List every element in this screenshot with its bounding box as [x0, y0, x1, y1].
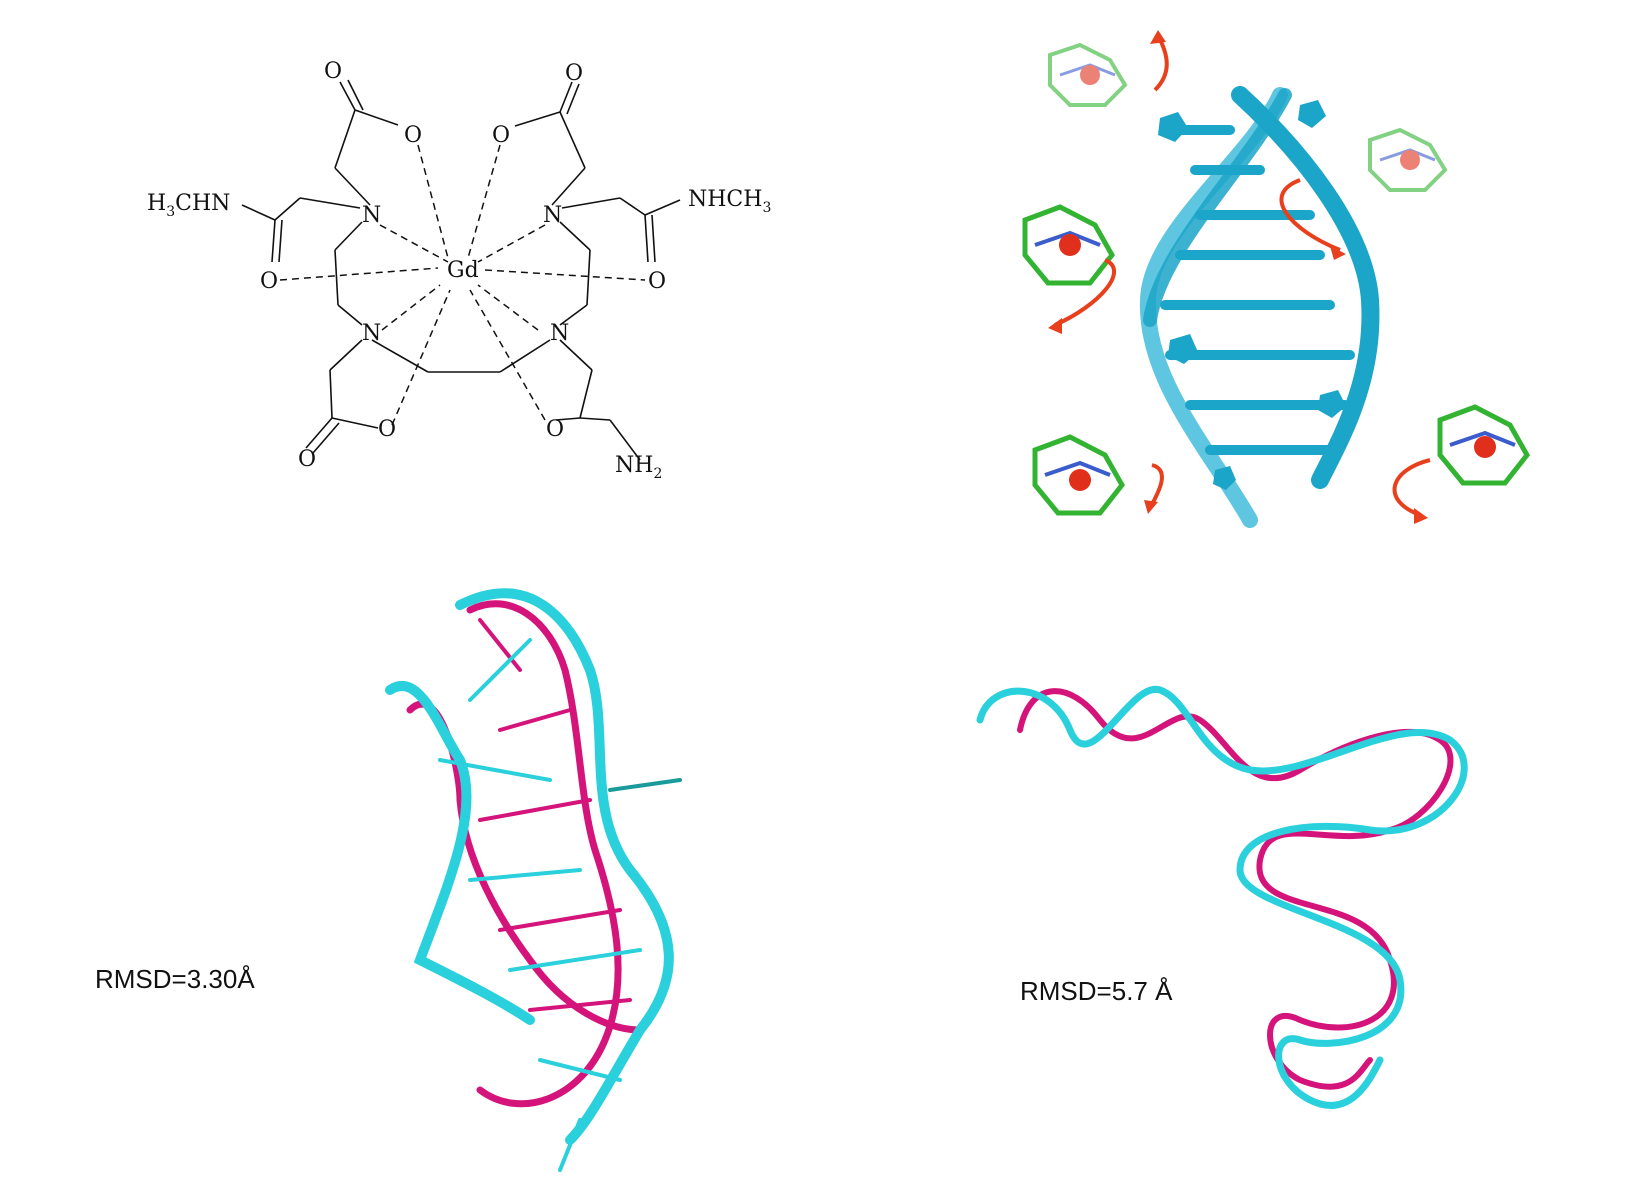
gd-complex-top-right: [1368, 127, 1448, 192]
n-label-bottom-left: N: [362, 321, 381, 346]
arrow-heads: [1048, 30, 1428, 524]
o-label: O: [404, 123, 422, 148]
o-label: O: [565, 61, 583, 86]
o-label: O: [648, 269, 666, 294]
methylamide-right-label: NHCH3: [688, 187, 771, 216]
o-label: O: [298, 447, 316, 472]
gd-complex-mid-left: [1022, 204, 1116, 286]
base-sticks: [438, 618, 682, 1172]
coordination-bonds: [279, 144, 646, 426]
gd-complex-top-left: [1048, 42, 1128, 107]
n-label-top-left: N: [362, 203, 381, 228]
gd-complex-structure: Gd N N N N O O O O O O O O O H3CHN NHCH3…: [147, 59, 771, 482]
overlay-structure-right: [976, 685, 1468, 1109]
o-label: O: [378, 417, 396, 442]
gd-label: Gd: [447, 258, 479, 283]
gd-complex-bottom-right: [1437, 404, 1531, 486]
overlay-structure-left: [385, 588, 682, 1172]
base-rings: [1158, 100, 1346, 490]
n-label-bottom-right: N: [550, 321, 569, 346]
magenta-strand: [406, 600, 644, 1108]
rmsd-label-left: RMSD=3.30Å: [95, 964, 255, 994]
o-label: O: [492, 123, 510, 148]
o-label: O: [546, 417, 564, 442]
methylamide-left-label: H3CHN: [147, 191, 230, 220]
dna-helix-with-gd-complexes: [1022, 30, 1531, 528]
gd-complex-bottom-left: [1032, 434, 1126, 516]
cyan-strand: [976, 685, 1468, 1109]
base-pairs: [1160, 125, 1355, 455]
rmsd-label-right: RMSD=5.7 Å: [1020, 976, 1173, 1006]
o-label: O: [324, 59, 342, 84]
amine-label: NH2: [615, 453, 662, 482]
n-label-top-right: N: [543, 203, 562, 228]
o-label: O: [260, 269, 278, 294]
bond-lines: [241, 79, 681, 461]
atom-labels: Gd N N N N O O O O O O O O O H3CHN NHCH3…: [147, 59, 771, 482]
cyan-strand: [385, 588, 674, 1145]
